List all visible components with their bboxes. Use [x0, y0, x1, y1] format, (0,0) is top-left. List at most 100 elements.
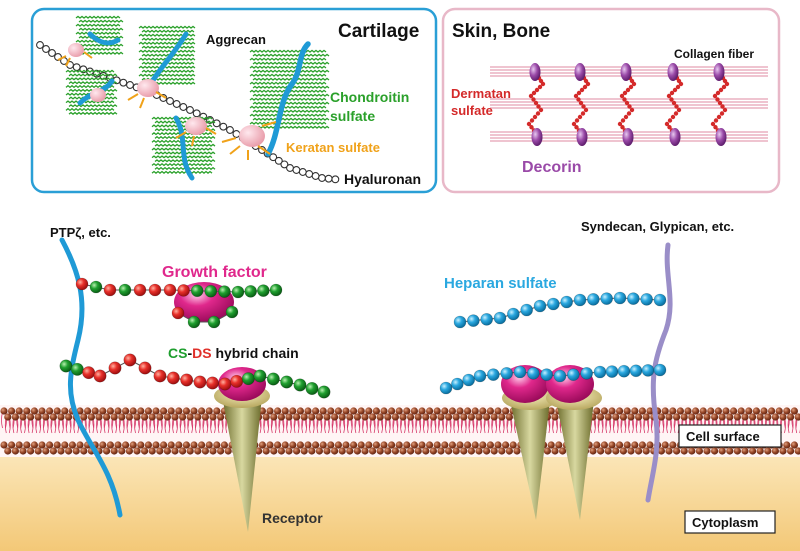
sugar-bead — [218, 377, 232, 391]
lipid-head — [300, 413, 308, 421]
lipid-head — [475, 413, 483, 421]
sugar-bead — [653, 293, 667, 307]
lipid-head — [11, 447, 19, 455]
lipid-head — [27, 413, 35, 421]
lipid-head — [342, 407, 350, 415]
lipid-head — [764, 447, 772, 455]
lipid-head — [266, 441, 274, 449]
lipid-head — [418, 407, 426, 415]
lipid-head — [372, 407, 380, 415]
lipid-head — [726, 413, 734, 421]
lipid-head — [403, 441, 411, 449]
lipid-head — [182, 441, 190, 449]
lipid-head — [612, 447, 620, 455]
lipid-head — [422, 447, 430, 455]
lipid-head — [703, 447, 711, 455]
hyaluronan-unit — [324, 174, 333, 183]
lipid-head — [296, 441, 304, 449]
sugar-bead — [587, 293, 600, 306]
dermatan-unit — [719, 111, 725, 116]
lipid-head — [661, 441, 669, 449]
lipid-head — [72, 447, 80, 455]
decorin-core — [529, 63, 541, 81]
lipid-head — [179, 447, 187, 455]
lipid-head — [593, 441, 601, 449]
hyaluronan-unit — [219, 122, 228, 131]
lipid-head — [304, 441, 312, 449]
sugar-bead — [206, 376, 220, 390]
lipid-head — [680, 413, 688, 421]
lipid-head — [205, 441, 213, 449]
hyaluronan-unit — [331, 175, 340, 184]
lipid-head — [122, 407, 130, 415]
lipid-head — [407, 413, 415, 421]
lipid-head — [141, 447, 149, 455]
decorin-core — [531, 128, 543, 146]
cytoplasm-label: Cytoplasm — [692, 515, 758, 530]
lipid-head — [15, 407, 23, 415]
lipid-head — [357, 407, 365, 415]
lipid-head — [483, 447, 491, 455]
lipid-head — [737, 407, 745, 415]
lipid-head — [623, 407, 631, 415]
lipid-head — [509, 441, 517, 449]
dermatan-line1: Dermatan — [451, 86, 511, 101]
dermatan-unit — [667, 118, 673, 123]
aggrecan-label: Aggrecan — [206, 32, 266, 47]
lipid-head — [657, 447, 666, 455]
lipid-head — [669, 441, 677, 449]
lipid-head — [631, 407, 639, 415]
lipid-head — [312, 407, 320, 415]
sugar-bead — [166, 371, 180, 385]
dermatan-unit — [628, 84, 634, 90]
sugar-bead — [567, 368, 580, 381]
lipid-head — [34, 447, 42, 455]
lipid-head — [768, 407, 776, 415]
lipid-head — [76, 441, 84, 449]
lipid-head — [479, 407, 487, 415]
lipid-head — [627, 413, 635, 421]
lipid-head — [433, 441, 441, 449]
lipid-head — [319, 441, 327, 449]
lipid-head — [53, 407, 61, 415]
lipid-head — [312, 441, 320, 449]
lipid-head — [635, 413, 643, 421]
lipid-head — [551, 413, 559, 421]
lipid-head — [30, 441, 38, 449]
lipid-head — [262, 447, 270, 455]
lipid-head — [68, 441, 76, 449]
lipid-head — [787, 413, 795, 421]
sugar-bead — [70, 362, 84, 376]
lipid-head — [395, 441, 403, 449]
sugar-bead — [451, 377, 464, 391]
lipid-head — [756, 447, 764, 455]
lipid-head — [49, 447, 58, 455]
hyaluronan-unit — [269, 153, 278, 162]
dermatan-unit — [576, 97, 581, 102]
lipid-head — [619, 413, 628, 421]
lipid-head — [289, 441, 297, 449]
dermatan-line2: sulfate — [451, 103, 493, 118]
sugar-bead — [520, 303, 533, 317]
lipid-head — [426, 407, 434, 415]
lipid-head — [445, 447, 453, 455]
sugar-bead — [244, 285, 257, 298]
lipid-head — [559, 447, 567, 455]
lipid-head — [4, 447, 12, 455]
sugar-bead — [148, 283, 162, 297]
lipid-head — [384, 447, 392, 455]
lipid-head — [619, 447, 628, 455]
lipid-head — [163, 413, 171, 421]
lipid-head — [114, 441, 122, 449]
lipid-head — [380, 407, 388, 415]
sugar-bead — [269, 283, 283, 297]
sugar-bead — [629, 364, 643, 378]
hyaluronan-unit — [72, 63, 81, 72]
lipid-head — [467, 413, 475, 421]
lipid-head — [334, 441, 342, 449]
sugar-bead — [133, 283, 147, 297]
lipid-head — [315, 447, 323, 455]
lipid-head — [547, 407, 555, 415]
hyaluronan-unit — [232, 130, 241, 138]
